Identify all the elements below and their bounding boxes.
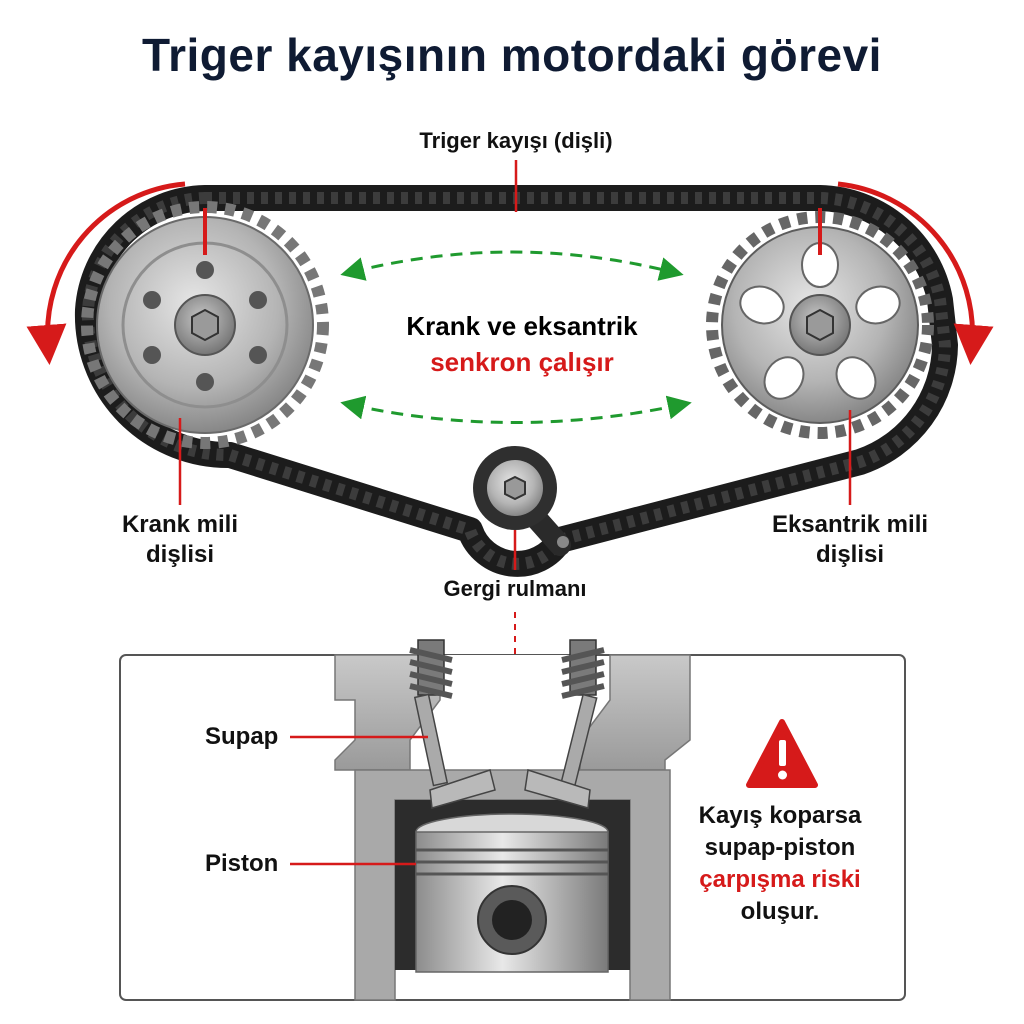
hex-bolt-icon bbox=[504, 475, 526, 501]
valve-right bbox=[524, 639, 605, 809]
hex-bolt-icon bbox=[806, 308, 834, 342]
valve-left bbox=[409, 639, 496, 809]
piston-label: Piston bbox=[205, 850, 279, 877]
crank-gear-label-line1: Krank mili bbox=[121, 511, 239, 538]
sync-caption-line1: Krank ve eksantrik bbox=[406, 311, 638, 341]
page-title: Triger kayışının motordaki görevi bbox=[142, 29, 882, 81]
warning-line2: supap-piston bbox=[704, 834, 856, 861]
hex-bolt-icon bbox=[191, 308, 219, 342]
belt-label: Triger kayışı (dişli) bbox=[419, 128, 613, 153]
piston bbox=[415, 813, 609, 973]
sync-caption-line2: senkron çalışır bbox=[430, 347, 614, 377]
cam-gear bbox=[706, 208, 934, 439]
valve-label: Supap bbox=[205, 723, 279, 750]
crank-gear bbox=[81, 201, 329, 449]
warning-line3: çarpışma riski bbox=[699, 866, 861, 893]
cam-gear-label-line1: Eksantrik mili bbox=[771, 511, 929, 538]
crank-gear-label-line2: dişlisi bbox=[145, 541, 215, 568]
warning-line4: oluşur. bbox=[740, 898, 820, 925]
sync-caption: Krank ve eksantrik senkron çalışır bbox=[372, 308, 672, 380]
warning-triangle-icon bbox=[746, 719, 818, 788]
engine-cutaway-panel bbox=[119, 639, 906, 1001]
sync-arrow-top bbox=[340, 250, 684, 281]
tensioner-label: Gergi rulmanı bbox=[443, 576, 587, 601]
sync-arrow-bottom bbox=[340, 395, 692, 424]
rotation-arrow-icon bbox=[837, 181, 994, 365]
warning-text: Kayış koparsa supap-piston çarpışma risk… bbox=[680, 800, 880, 928]
crank-gear-label: Krank mili dişlisi bbox=[95, 510, 265, 570]
rotation-arrow-icon bbox=[26, 181, 186, 365]
cam-gear-label-line2: dişlisi bbox=[815, 541, 885, 568]
cam-gear-label: Eksantrik mili dişlisi bbox=[750, 510, 950, 570]
tensioner-pulley bbox=[473, 446, 571, 556]
warning-line1: Kayış koparsa bbox=[698, 802, 862, 829]
